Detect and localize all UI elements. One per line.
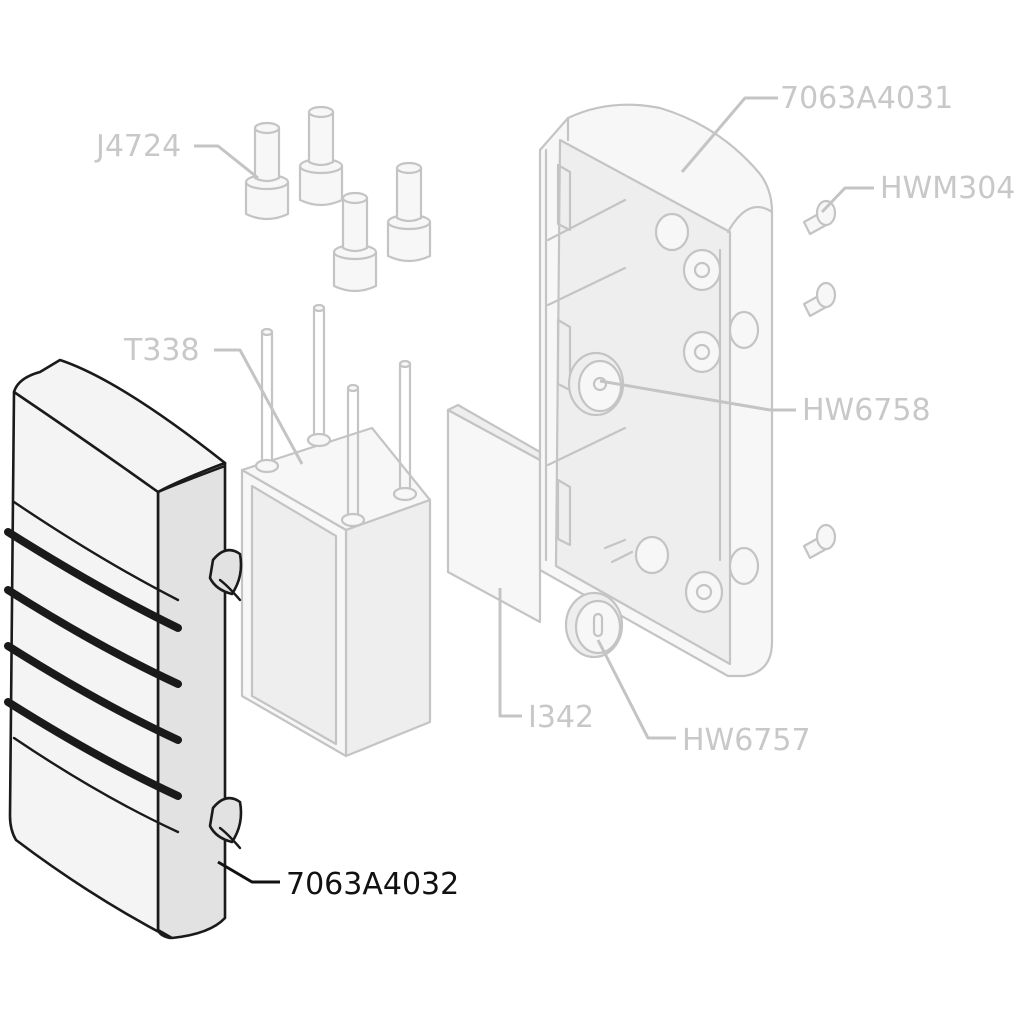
label-7063a4032[interactable]: 7063A4032 (286, 867, 459, 902)
label-hwm304: HWM304 (880, 171, 1015, 206)
label-hw6758: HW6758 (802, 393, 931, 428)
part-hw6757-disc (564, 591, 624, 659)
screw-3 (802, 523, 837, 560)
leader-t338 (214, 348, 304, 465)
label-7063a4031: 7063A4031 (780, 81, 953, 116)
leader-7063a4031 (680, 96, 778, 173)
leader-j4724 (194, 144, 259, 180)
cover-clip-top (208, 548, 243, 602)
leader-hw6758 (599, 379, 796, 412)
pin-3 (332, 191, 378, 293)
label-i342: I342 (528, 700, 594, 735)
pin-4 (386, 161, 432, 263)
part-t338-block (240, 303, 432, 758)
pin-2 (298, 105, 344, 207)
part-labels: J4724 7063A4031 HWM304 T338 HW6758 I342 … (94, 81, 1015, 902)
part-j4724-pins (244, 105, 432, 293)
label-j4724: J4724 (94, 129, 181, 164)
leader-lines (194, 96, 874, 884)
leader-7063a4032 (217, 860, 280, 884)
part-7063a4032-cover[interactable] (4, 358, 243, 940)
label-t338: T338 (123, 333, 200, 368)
screw-2 (802, 281, 837, 318)
part-i342-sheet (446, 403, 542, 624)
leader-hw6757 (596, 639, 676, 740)
label-hw6757: HW6757 (682, 723, 811, 758)
screw-1 (802, 199, 837, 236)
cover-clip-bottom (208, 796, 243, 850)
part-hwm304-screws (802, 199, 837, 560)
pin-1 (244, 121, 290, 221)
leader-i342 (498, 588, 522, 718)
leader-hwm304 (820, 186, 874, 214)
